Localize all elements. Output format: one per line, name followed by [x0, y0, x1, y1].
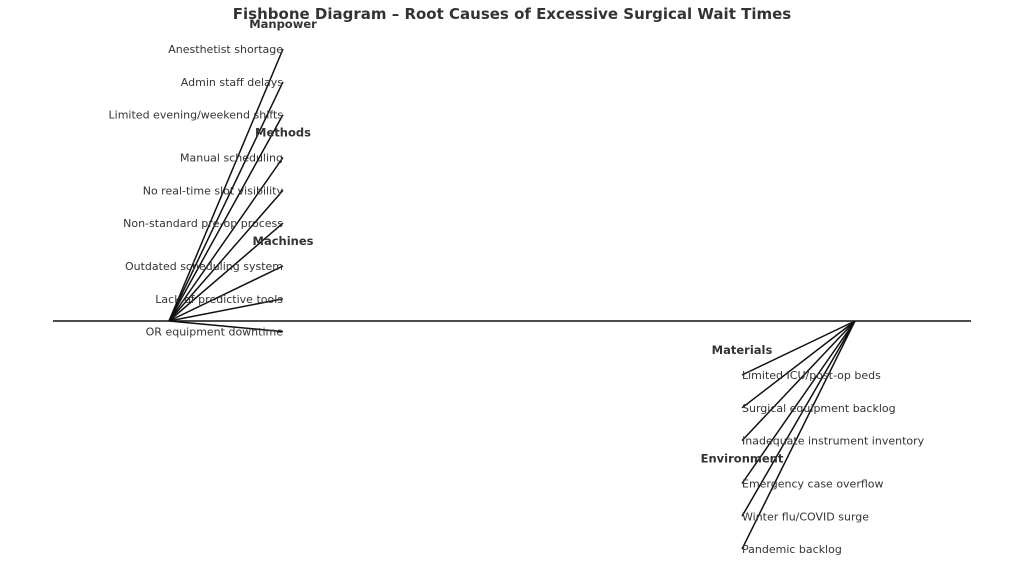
cause-surgical-equipment-backlog: Surgical equipment backlog	[742, 402, 896, 415]
cause-no-real-time-slot-visibility: No real-time slot visibility	[143, 184, 284, 197]
bone-pandemic-backlog	[741, 320, 856, 550]
category-materials: Materials	[712, 343, 773, 357]
diagram-title: Fishbone Diagram – Root Causes of Excess…	[233, 5, 791, 23]
cause-lack-of-predictive-tools: Lack of predictive tools	[155, 293, 283, 306]
cause-outdated-scheduling-system: Outdated scheduling system	[125, 260, 283, 273]
bone-manual-scheduling	[168, 157, 284, 322]
cause-limited-icu-post-op-beds: Limited ICU/post-op beds	[742, 369, 881, 382]
category-manpower: Manpower	[249, 17, 317, 31]
cause-anesthetist-shortage: Anesthetist shortage	[168, 43, 283, 56]
bone-outdated-scheduling-system	[168, 265, 284, 322]
cause-limited-evening-weekend-shifts: Limited evening/weekend shifts	[109, 109, 284, 122]
cause-manual-scheduling: Manual scheduling	[180, 152, 283, 165]
cause-admin-staff-delays: Admin staff delays	[181, 76, 283, 89]
bone-limited-icu-post-op-beds	[741, 320, 856, 376]
bone-or-equipment-downtime	[168, 320, 284, 333]
bones	[168, 48, 856, 550]
category-methods: Methods	[255, 126, 311, 140]
bone-admin-staff-delays	[168, 81, 284, 322]
cause-pandemic-backlog: Pandemic backlog	[742, 543, 842, 556]
cause-winter-flu-covid-surge: Winter flu/COVID surge	[742, 510, 869, 523]
bone-emergency-case-overflow	[741, 320, 856, 484]
bone-inadequate-instrument-inventory	[741, 320, 856, 442]
category-environment: Environment	[701, 452, 784, 466]
bone-non-standard-pre-op-process	[168, 222, 284, 322]
bone-anesthetist-shortage	[168, 48, 284, 322]
bone-winter-flu-covid-surge	[741, 320, 856, 517]
bone-surgical-equipment-backlog	[741, 320, 856, 409]
cause-non-standard-pre-op-process: Non-standard pre-op process	[123, 217, 283, 230]
bone-no-real-time-slot-visibility	[168, 189, 284, 322]
bone-lack-of-predictive-tools	[168, 298, 284, 322]
cause-or-equipment-downtime: OR equipment downtime	[146, 326, 284, 339]
cause-emergency-case-overflow: Emergency case overflow	[742, 478, 884, 491]
bone-limited-evening-weekend-shifts	[168, 114, 284, 322]
cause-inadequate-instrument-inventory: Inadequate instrument inventory	[742, 435, 925, 448]
category-machines: Machines	[253, 234, 314, 248]
